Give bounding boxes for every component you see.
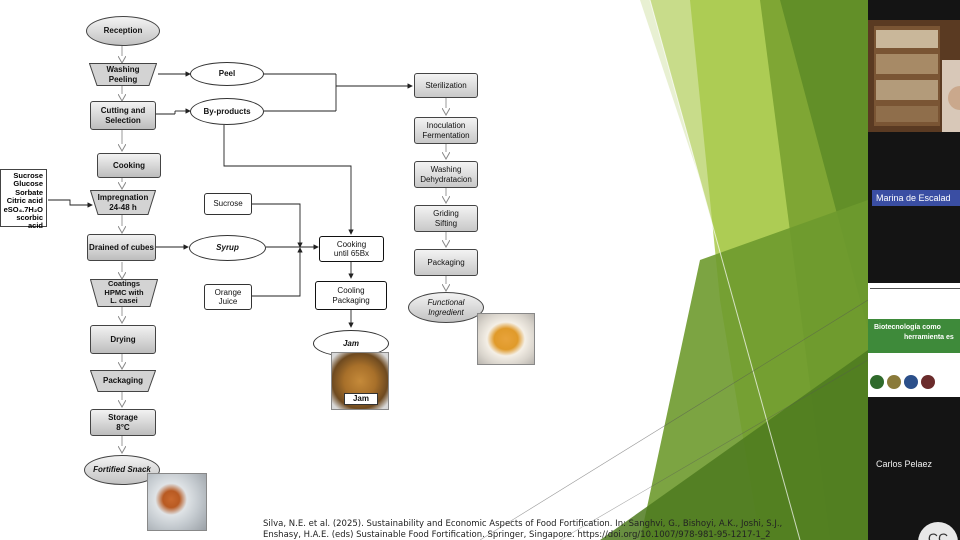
presentation-slide: Reception Washing Peeling Cutting and Se… — [0, 0, 868, 540]
participant-name-1: Marina de Escalad — [872, 190, 960, 206]
ingredient-item: Sorbate — [15, 187, 43, 197]
ingredient-item: Citric acid — [6, 196, 43, 206]
ingredient-item: eSO₄.7H₂O — [3, 204, 43, 214]
node-by-products: By-products — [190, 98, 264, 125]
node-syrup: Syrup — [189, 235, 266, 261]
participant-name-2: Carlos Pelaez — [876, 459, 933, 469]
poster-title: Biotecnología como — [874, 324, 941, 331]
jam-jar-photo: Jam — [331, 352, 389, 410]
ingredient-item: scorbic acid — [16, 212, 43, 231]
node-sucrose: Sucrose — [204, 193, 252, 215]
node-sterilization: Sterilization — [414, 73, 478, 98]
poster-subtitle: herramienta es — [904, 333, 954, 341]
participant-video-tile-1[interactable] — [868, 20, 960, 132]
ingredient-item: Glucose — [13, 179, 43, 189]
node-cooking-65bx: Cooking until 65Bx — [319, 236, 384, 262]
node-peel: Peel — [190, 62, 264, 86]
node-washing-peeling: Washing Peeling — [89, 63, 157, 86]
functional-ingredient-photo — [477, 313, 535, 365]
citation-line-2: Enshasy, H.A.E. (eds) Sustainable Food F… — [263, 530, 771, 540]
fortified-snack-photo — [147, 473, 207, 531]
participant-screen-tile[interactable]: ▬▬▬▬▬▬▬▬▬▬▬▬▬▬▬▬▬▬▬▬▬▬▬▬▬▬▬▬▬▬▬▬▬▬▬▬▬▬▬▬… — [868, 283, 960, 397]
flowchart-connectors — [48, 46, 868, 540]
citation-text: Silva, N.E. et al. (2025). Sustainabilit… — [263, 519, 863, 540]
logo-icon — [921, 375, 935, 389]
node-functional-ingredient: Functional Ingredient — [408, 292, 484, 323]
node-drying: Drying — [90, 325, 156, 354]
slide-background-decoration — [479, 0, 868, 540]
logo-icon — [904, 375, 918, 389]
jam-jar-label: Jam — [344, 393, 378, 405]
node-coatings: Coatings HPMC with L. casei — [90, 279, 158, 307]
node-cooking: Cooking — [97, 153, 161, 178]
node-washing-dehydration: Washing Dehydratacion — [414, 161, 478, 188]
node-cutting-selection: Cutting and Selection — [90, 101, 156, 130]
logo-icon — [870, 375, 884, 389]
node-drained-cubes: Drained of cubes — [87, 234, 156, 261]
poster-small-text: ▬▬▬▬▬▬▬▬▬▬▬▬▬▬▬▬▬▬▬▬▬▬▬▬▬▬▬▬▬▬▬▬▬▬▬▬▬▬▬▬… — [870, 286, 960, 290]
node-reception: Reception — [86, 16, 160, 46]
node-cooling-packaging: Cooling Packaging — [315, 281, 387, 310]
poster-banner: Biotecnología como herramienta es — [868, 319, 960, 353]
avatar-initials: CC — [927, 530, 949, 540]
node-impregnation: Impregnation 24-48 h — [90, 190, 156, 215]
node-storage: Storage 8°C — [90, 409, 156, 436]
node-packaging-right: Packaging — [414, 249, 478, 276]
node-griding-sifting: Griding Sifting — [414, 205, 478, 232]
node-inoculation: Inoculation Fermentation — [414, 117, 478, 144]
node-packaging-left: Packaging — [90, 370, 156, 392]
node-orange-juice: Orange Juice — [204, 284, 252, 310]
sponsor-logos — [870, 371, 958, 393]
citation-line-1: Silva, N.E. et al. (2025). Sustainabilit… — [263, 519, 783, 529]
logo-icon — [887, 375, 901, 389]
ingredients-list-box: Sucrose Glucose Sorbate Citric acid eSO₄… — [0, 169, 47, 230]
ingredient-item: Sucrose — [13, 171, 43, 180]
bookshelf-video-frame — [868, 20, 960, 132]
participant-avatar[interactable]: CC — [918, 522, 958, 540]
